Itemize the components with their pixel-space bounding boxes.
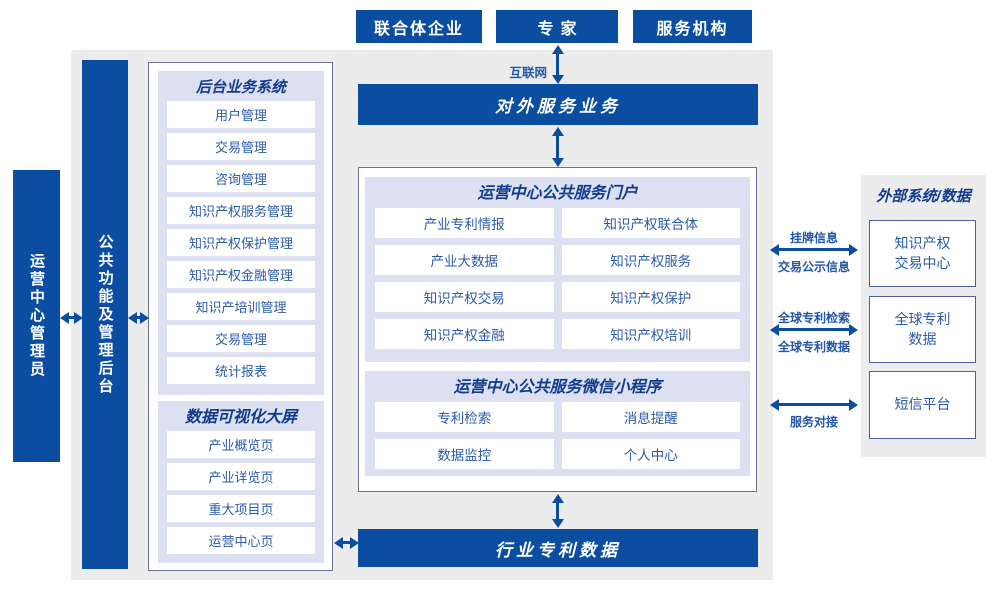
global-patent-data-label: 全球专利数据: [777, 340, 850, 354]
backend-item-list: 用户管理 交易管理 咨询管理 知识产权服务管理 知识产权保护管理 知识产权金融管…: [158, 99, 324, 384]
portal-item: 知识产权联合体: [561, 208, 740, 238]
center-panel-frame: 运营中心公共服务门户 产业专利情报 知识产权联合体 产业大数据 知识产权服务 知…: [358, 167, 757, 492]
dataviz-item: 产业详览页: [167, 463, 315, 490]
portal-item: 产业专利情报: [375, 208, 554, 238]
miniprogram-item: 个人中心: [561, 439, 740, 469]
backend-item: 知识产权保护管理: [167, 229, 315, 256]
portal-item: 知识产权服务: [561, 245, 740, 275]
dataviz-item: 运营中心页: [167, 527, 315, 554]
global-patent-search-label: 全球专利检索: [777, 311, 850, 325]
portal-item: 知识产权金融: [375, 319, 554, 349]
dataviz-item-list: 产业概览页 产业详览页 重大项目页 运营中心页: [158, 429, 324, 554]
arrow-global-patent: [770, 323, 858, 336]
external-panel-title: 外部系统/数据: [876, 188, 971, 205]
external-box-line: 短信平台: [894, 396, 951, 413]
actor-service-agencies: 服务机构: [633, 10, 752, 43]
dataviz-item: 产业概览页: [167, 431, 315, 458]
arrow-admin-common-functions: [60, 311, 83, 324]
operations-admin-bar: 运营中心管理员: [13, 170, 60, 462]
industry-patent-data-bar: 行业专利数据: [358, 529, 758, 567]
backend-item: 交易管理: [167, 133, 315, 160]
miniprogram-item: 消息提醒: [561, 402, 740, 432]
actor-consortium-enterprises: 联合体企业: [356, 10, 482, 43]
dataviz-item: 重大项目页: [167, 495, 315, 522]
external-service-bar: 对外服务业务: [358, 84, 758, 125]
portal-item: 知识产权保护: [561, 282, 740, 312]
backend-item: 知识产培训管理: [167, 293, 315, 320]
backend-item: 交易管理: [167, 325, 315, 352]
miniprogram-item: 专利检索: [375, 402, 554, 432]
trade-publicity-info-label: 交易公示信息: [777, 260, 850, 274]
dataviz-panel-title: 数据可视化大屏: [184, 409, 297, 426]
arrow-listing-info: [770, 243, 858, 256]
backend-panel-title: 后台业务系统: [195, 79, 286, 96]
actor-experts: 专家: [496, 10, 618, 43]
backend-panel: 后台业务系统 用户管理 交易管理 咨询管理 知识产权服务管理 知识产权保护管理 …: [158, 71, 324, 395]
external-box-line: 知识产权: [894, 234, 951, 251]
miniprogram-panel: 运营中心公共服务微信小程序 专利检索 消息提醒 数据监控 个人中心: [365, 371, 750, 476]
backend-item: 咨询管理: [167, 165, 315, 192]
external-box-line: 数据: [908, 330, 937, 347]
portal-panel-title: 运营中心公共服务门户: [477, 185, 638, 202]
portal-item: 知识产权培训: [561, 319, 740, 349]
arrow-dataviz-industry-data: [334, 536, 359, 549]
arrow-external-service-portal: [551, 127, 564, 167]
portal-item: 知识产权交易: [375, 282, 554, 312]
arrow-actors-external-service: [551, 45, 564, 84]
backend-item: 用户管理: [167, 101, 315, 128]
service-connection-label: 服务对接: [789, 415, 838, 429]
arrow-common-functions-backend: [128, 311, 149, 324]
external-box-line: 交易中心: [894, 254, 951, 271]
external-box-line: 全球专利: [894, 310, 951, 327]
common-functions-bar: 公共功能及管理后台: [82, 60, 128, 569]
internet-label: 互联网: [509, 66, 547, 80]
dataviz-panel: 数据可视化大屏 产业概览页 产业详览页 重大项目页 运营中心页: [158, 401, 324, 563]
backend-item: 统计报表: [167, 357, 315, 384]
miniprogram-panel-title: 运营中心公共服务微信小程序: [453, 379, 662, 396]
portal-item-grid: 产业专利情报 知识产权联合体 产业大数据 知识产权服务 知识产权交易 知识产权保…: [365, 205, 750, 349]
external-box-sms-platform: 短信平台: [869, 371, 976, 439]
external-box-global-patent-data: 全球专利 数据: [869, 296, 976, 363]
miniprogram-item: 数据监控: [375, 439, 554, 469]
listing-info-label: 挂牌信息: [789, 231, 838, 245]
miniprogram-item-grid: 专利检索 消息提醒 数据监控 个人中心: [365, 399, 750, 469]
portal-item: 产业大数据: [375, 245, 554, 275]
arrow-portal-industry-data: [551, 494, 564, 528]
backend-item: 知识产权服务管理: [167, 197, 315, 224]
backend-item: 知识产权金融管理: [167, 261, 315, 288]
left-panel-frame: 后台业务系统 用户管理 交易管理 咨询管理 知识产权服务管理 知识产权保护管理 …: [148, 62, 333, 571]
portal-panel: 运营中心公共服务门户 产业专利情报 知识产权联合体 产业大数据 知识产权服务 知…: [365, 177, 750, 362]
arrow-service-connection: [770, 398, 858, 411]
external-box-ip-trading-center: 知识产权 交易中心: [869, 220, 976, 287]
